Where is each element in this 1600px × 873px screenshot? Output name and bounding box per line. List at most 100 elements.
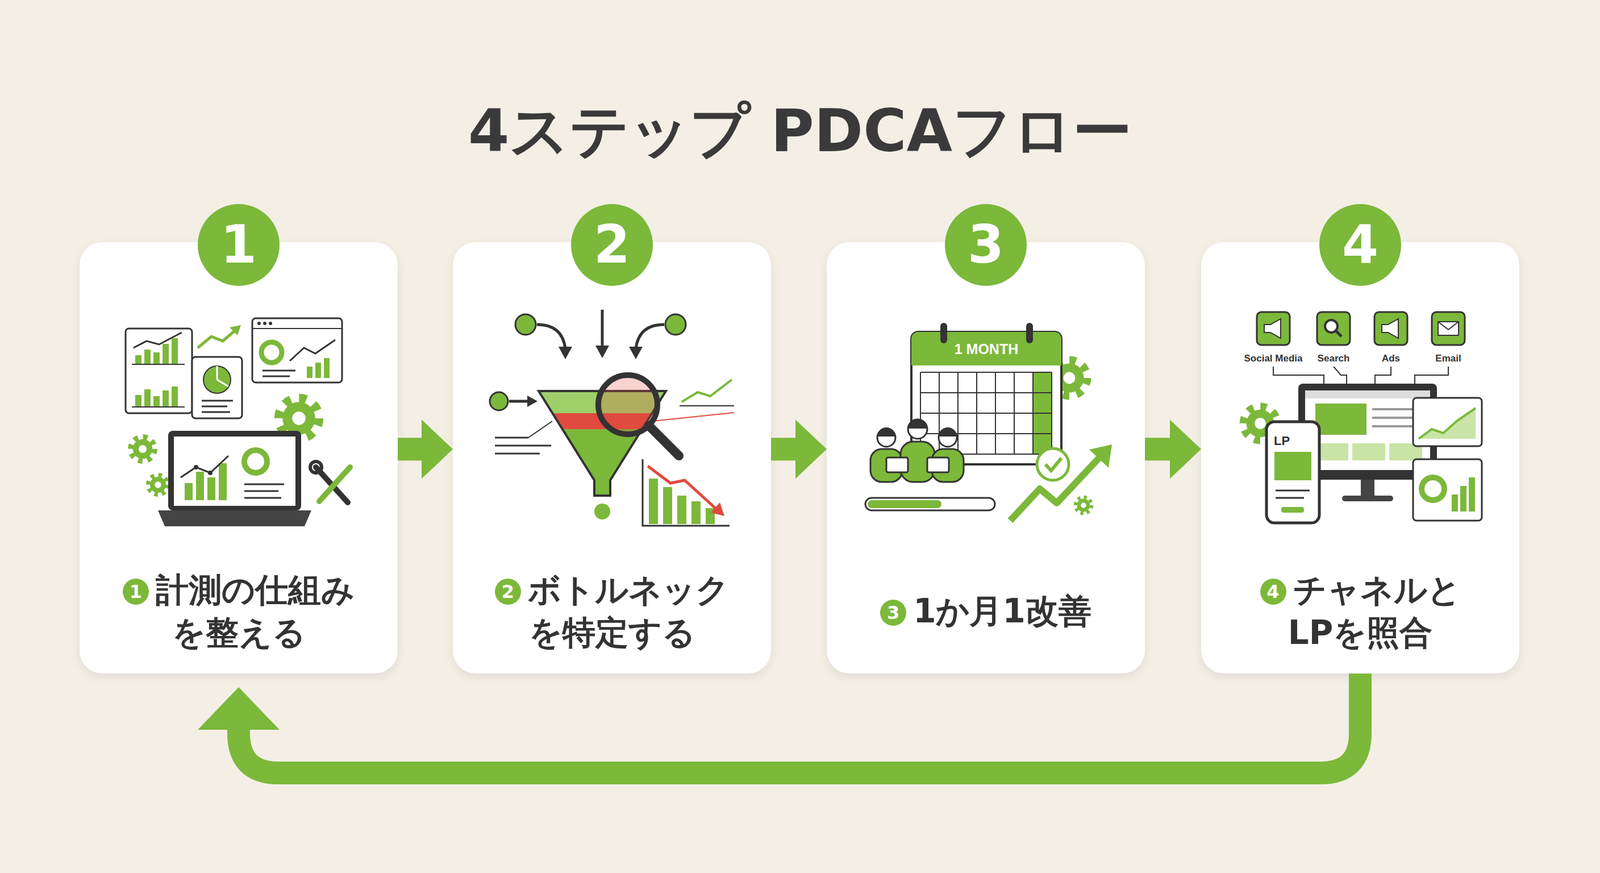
measurement-illustration-part <box>207 470 213 475</box>
loop-line <box>238 673 1361 773</box>
measurement-illustration-part <box>262 375 290 378</box>
card-text-area: 2ボトルネック を特定する <box>452 560 772 663</box>
step-label: チャネルと LPを照合 <box>1288 570 1461 652</box>
measurement-illustration-part <box>261 342 282 363</box>
calendar-illustration-part <box>867 500 942 508</box>
card-text: 2ボトルネック を特定する <box>475 568 749 655</box>
flow-arrow <box>1144 419 1202 479</box>
measurement-illustration-part <box>153 396 160 407</box>
measurement-illustration-part <box>180 455 229 478</box>
channel-illustration-part <box>1325 319 1338 333</box>
channel-illustration-part <box>1431 311 1465 345</box>
step-number-circle: 2 <box>571 203 653 286</box>
measurement-illustration-part <box>207 477 216 500</box>
channel-illustration-part <box>1335 330 1342 337</box>
channel-illustration-part <box>1274 451 1312 481</box>
illustration-label: Social Media <box>1244 352 1303 365</box>
calendar-illustration-part <box>938 427 957 437</box>
measurement-illustration-part <box>252 327 343 329</box>
channel-illustration-part <box>1418 407 1476 439</box>
arrow-head <box>197 686 280 730</box>
channel-illustration-part <box>1413 397 1482 447</box>
channel-illustration-part <box>1315 403 1367 435</box>
calendar-illustration-part <box>907 419 928 439</box>
measurement-illustration-part <box>289 339 336 361</box>
measurement-illustration-part <box>135 355 142 364</box>
step-badge: 3 <box>880 599 907 626</box>
calendar-illustration-part <box>886 457 908 473</box>
channel-illustration-part <box>1418 407 1476 439</box>
channel-illustration-part <box>1317 311 1350 345</box>
calendar-illustration-part <box>1036 448 1069 481</box>
channel-illustration-part <box>1421 477 1445 500</box>
illustration-label: LP <box>1273 433 1290 449</box>
step-number-circle: 4 <box>1319 203 1402 286</box>
measurement-illustration-part <box>193 464 199 470</box>
channel-illustration-part <box>1352 443 1386 461</box>
measurement-illustration-part <box>144 349 151 364</box>
funnel-illustration-part <box>494 436 529 439</box>
measurement-illustration-part <box>168 430 302 511</box>
funnel-illustration-part <box>665 314 686 335</box>
diagram-title: 4ステップ PDCAフロー <box>0 93 1600 168</box>
channel-illustration-part <box>1413 459 1482 521</box>
channel-illustration-part <box>1281 506 1304 513</box>
channel-illustration-part <box>1275 489 1310 492</box>
channel-illustration-part <box>1360 479 1375 497</box>
channel-illustration-part <box>1438 321 1459 336</box>
funnel-illustration-part <box>679 405 735 407</box>
calendar-illustration-part <box>911 331 1062 465</box>
measurement-illustration-part <box>153 352 160 364</box>
calendar-illustration-part <box>927 457 949 473</box>
arrow-shaft <box>397 437 423 461</box>
card-text-area: 4チャネルと LPを照合 <box>1201 560 1520 663</box>
measurement-illustration-part <box>171 386 178 407</box>
measurement-illustration-part <box>306 366 313 378</box>
measurement-illustration-part <box>323 357 330 378</box>
measurement-illustration-part <box>131 406 185 408</box>
arrow-head <box>1169 419 1202 479</box>
step-badge: 4 <box>1260 578 1287 605</box>
measurement-illustration-part <box>257 321 261 325</box>
arrow-head <box>795 419 827 479</box>
illustration-label: Ads <box>1381 352 1400 365</box>
channel-illustration-part <box>1381 318 1399 339</box>
measurement-illustration-part <box>157 510 312 527</box>
measurement-illustration-part <box>203 365 231 394</box>
channel-illustration-part <box>1372 416 1418 419</box>
measurement-illustration-part <box>217 365 229 387</box>
funnel-illustration-part <box>691 501 701 524</box>
channel-illustration-part <box>1264 318 1281 339</box>
measurement-illustration-part <box>244 497 282 499</box>
card-text: 1計測の仕組み を整える <box>102 568 375 655</box>
step-badge: 1 <box>122 578 149 605</box>
card-text: 4チャネルと LPを照合 <box>1223 568 1497 655</box>
funnel-illustration-part <box>509 400 530 403</box>
funnel-illustration-part <box>601 309 604 348</box>
step-number-circle: 1 <box>197 203 280 286</box>
measurement-illustration-part <box>244 490 279 493</box>
channel-illustration-part <box>1460 485 1467 512</box>
channel-illustration-part <box>1374 311 1408 345</box>
measurement-illustration-part <box>315 362 322 378</box>
measurement-illustration-part <box>192 356 243 419</box>
flow-arrow <box>397 419 453 479</box>
channel-illustration-part <box>1438 321 1459 330</box>
card-text-area: 31か月1改善 <box>826 560 1145 663</box>
measurement-illustration-part <box>201 400 233 402</box>
calendar-illustration-part <box>940 322 948 344</box>
funnel-illustration-part <box>663 486 673 524</box>
loop-arrow <box>197 673 1361 773</box>
funnel-illustration-part <box>677 495 687 524</box>
calendar-illustration-part <box>1026 322 1033 344</box>
step-number: 4 <box>1342 218 1379 272</box>
arrow-shaft <box>771 437 797 461</box>
measurement-illustration-part <box>162 390 169 407</box>
card-text: 31か月1改善 <box>849 589 1123 633</box>
step-number: 3 <box>967 218 1004 272</box>
measurement-illustration-part <box>218 463 227 500</box>
measurement-illustration-part <box>125 328 193 414</box>
measurement-illustration-part <box>310 461 322 473</box>
calendar-illustration-part <box>920 372 1052 454</box>
funnel-illustration-part <box>494 444 552 447</box>
